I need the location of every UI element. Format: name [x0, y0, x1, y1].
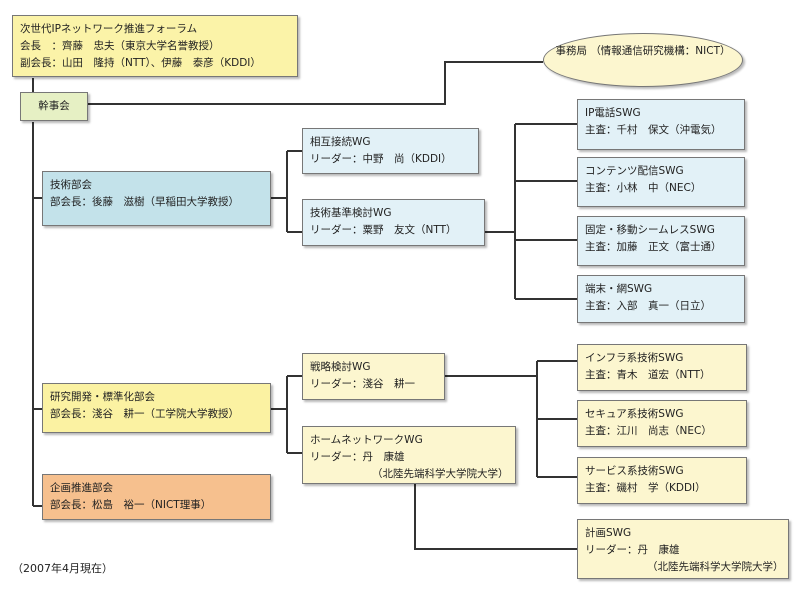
wg-techstd-title: 技術基準検討WG [310, 207, 392, 219]
swg-plan-title: 計画SWG [585, 527, 632, 539]
swg-service-box: サービス系技術SWG 主査：磯村 学（KDDI） [577, 457, 747, 504]
swg-infra-box: インフラ系技術SWG 主査：青木 道宏（NTT） [577, 344, 747, 391]
rd-committee-head: 部会長：淺谷 耕一（工学院大学教授） [50, 408, 239, 420]
connector-secretariat [88, 61, 543, 105]
wg-strategy-title: 戦略検討WG [310, 361, 371, 373]
swg-fmc-box: 固定・移動シームレスSWG 主査：加藤 正文（富士通） [577, 216, 745, 266]
wg-techstd-box: 技術基準検討WG リーダー：粟野 友文（NTT） [302, 199, 485, 246]
rd-committee-title: 研究開発・標準化部会 [50, 391, 155, 403]
rd-committee-box: 研究開発・標準化部会 部会長：淺谷 耕一（工学院大学教授） [42, 383, 271, 433]
connector-techstd-swgs [485, 123, 577, 300]
wg-strategy-box: 戦略検討WG リーダー：淺谷 耕一 [302, 353, 445, 400]
swg-plan-affiliation: （北陸先端科学大学院大学） [647, 561, 784, 573]
planning-committee-title: 企画推進部会 [50, 482, 113, 494]
connector-strategy-swgs [445, 360, 577, 478]
wg-homenet-box: ホームネットワークWG リーダー：丹 康雄 （北陸先端科学大学院大学） [302, 426, 516, 484]
swg-infra-title: インフラ系技術SWG [585, 352, 684, 364]
planning-committee-box: 企画推進部会 部会長：松島 裕一（NICT理事） [42, 474, 271, 520]
secretariat-org: （情報通信研究機構：NICT） [590, 45, 731, 57]
swg-plan-box: 計画SWG リーダー：丹 康雄 （北陸先端科学大学院大学） [577, 519, 789, 579]
swg-contents-title: コンテンツ配信SWG [585, 165, 684, 177]
tech-committee-title: 技術部会 [50, 179, 92, 191]
swg-secure-lead: 主査：江川 尚志（NEC） [585, 425, 712, 437]
connector-rd-wgs [271, 375, 302, 454]
wg-homenet-leader: リーダー：丹 康雄 [310, 451, 405, 463]
forum-chair: 会長 ：齊藤 忠夫（東京大学名誉教授） [20, 40, 220, 52]
forum-vice-chair: 副会長：山田 隆持（NTT）、伊藤 泰彦（KDDI） [20, 57, 261, 69]
secretariat-title: 事務局 [555, 45, 587, 57]
wg-homenet-affiliation: （北陸先端科学大学院大学） [372, 468, 509, 480]
swg-infra-lead: 主査：青木 道宏（NTT） [585, 369, 711, 381]
wg-interconnect-box: 相互接続WG リーダー：中野 尚（KDDI） [302, 128, 479, 174]
secretariat-ellipse: 事務局 （情報通信研究機構：NICT） [543, 33, 743, 87]
swg-service-lead: 主査：磯村 学（KDDI） [585, 482, 706, 494]
swg-contents-lead: 主査：小林 中（NEC） [585, 182, 702, 194]
as-of-date-note: （2007年4月現在） [12, 562, 113, 575]
forum-title: 次世代IPネットワーク推進フォーラム [20, 23, 198, 35]
swg-terminal-box: 端末・網SWG 主査：入部 真一（日立） [577, 275, 745, 323]
wg-interconnect-leader: リーダー：中野 尚（KDDI） [310, 153, 452, 165]
swg-secure-title: セキュア系技術SWG [585, 408, 684, 420]
swg-terminal-lead: 主査：入部 真一（日立） [585, 300, 711, 312]
wg-techstd-leader: リーダー：粟野 友文（NTT） [310, 224, 457, 236]
forum-box: 次世代IPネットワーク推進フォーラム 会長 ：齊藤 忠夫（東京大学名誉教授） 副… [12, 15, 298, 77]
wg-strategy-leader: リーダー：淺谷 耕一 [310, 378, 415, 390]
tech-committee-box: 技術部会 部会長：後藤 滋樹（早稲田大学教授） [42, 171, 271, 226]
swg-secure-box: セキュア系技術SWG 主査：江川 尚志（NEC） [577, 400, 747, 447]
swg-terminal-title: 端末・網SWG [585, 283, 653, 295]
connector-tech-wgs [271, 150, 302, 233]
wg-interconnect-title: 相互接続WG [310, 136, 371, 148]
swg-fmc-title: 固定・移動シームレスSWG [585, 224, 715, 236]
swg-fmc-lead: 主査：加藤 正文（富士通） [585, 241, 722, 253]
connector-homenet-plan [414, 484, 577, 550]
swg-contents-box: コンテンツ配信SWG 主査：小林 中（NEC） [577, 157, 745, 207]
wg-homenet-title: ホームネットワークWG [310, 434, 423, 446]
executive-title: 幹事会 [38, 100, 70, 112]
swg-service-title: サービス系技術SWG [585, 465, 684, 477]
swg-plan-leader: リーダー：丹 康雄 [585, 544, 680, 556]
swg-ipphone-title: IP電話SWG [585, 107, 641, 119]
executive-box: 幹事会 [20, 92, 88, 121]
planning-committee-head: 部会長：松島 裕一（NICT理事） [50, 499, 212, 511]
tech-committee-head: 部会長：後藤 滋樹（早稲田大学教授） [50, 196, 239, 208]
swg-ipphone-lead: 主査：千村 保文（沖電気） [585, 124, 722, 136]
swg-ipphone-box: IP電話SWG 主査：千村 保文（沖電気） [577, 99, 745, 150]
